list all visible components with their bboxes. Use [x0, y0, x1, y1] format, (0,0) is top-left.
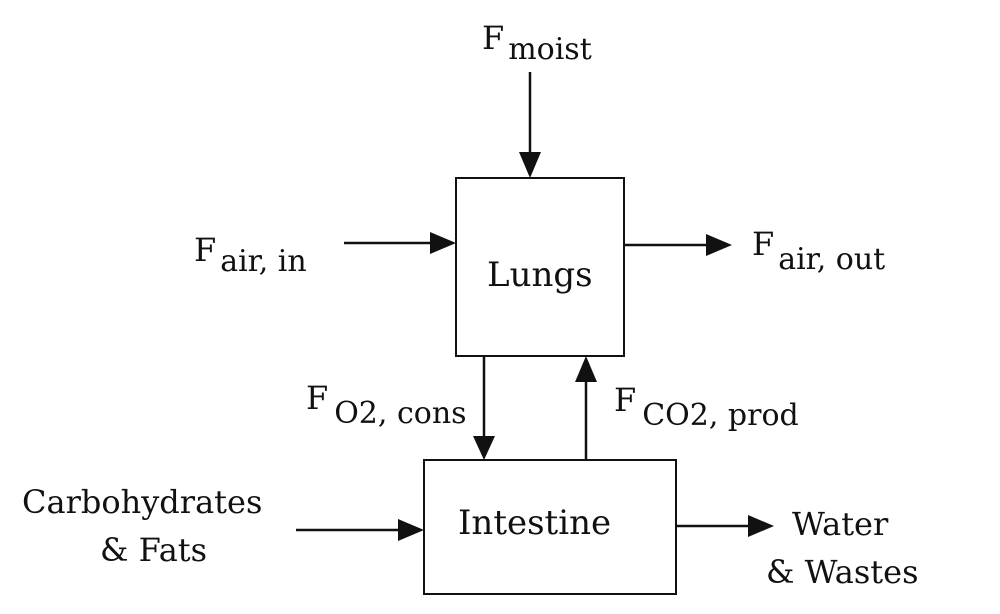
- flow-co2-prod-subscript: CO2, prod: [642, 398, 799, 433]
- flow-air-out-subscript: air, out: [778, 242, 886, 277]
- flow-o2-cons-subscript: O2, cons: [334, 396, 467, 431]
- carbs-line1: Carbohydrates: [22, 483, 263, 521]
- air-in-arrow: [344, 232, 456, 254]
- moist-arrow: [519, 72, 541, 178]
- o2-cons-arrow: [473, 356, 495, 460]
- carbs-arrow: [296, 519, 424, 541]
- lungs-box: [455, 177, 625, 357]
- intestine-box: [423, 459, 677, 595]
- flow-moist-symbol: F: [482, 19, 505, 57]
- water-line1: Water: [792, 505, 889, 543]
- water-line2: & Wastes: [766, 553, 919, 591]
- co2-prod-arrow: [575, 356, 597, 460]
- intestine-label: Intestine: [458, 503, 612, 543]
- air-out-arrow: [624, 234, 732, 256]
- flow-o2-cons-symbol: F: [306, 379, 329, 417]
- flow-air-out-symbol: F: [752, 225, 775, 263]
- carbs-line2: & Fats: [100, 531, 208, 569]
- flow-air-in-symbol: F: [194, 231, 217, 269]
- flow-moist-subscript: moist: [508, 32, 592, 67]
- flow-co2-prod-symbol: F: [614, 381, 637, 419]
- lungs-label: Lungs: [487, 255, 593, 295]
- flow-air-in-subscript: air, in: [220, 244, 307, 279]
- water-arrow: [676, 515, 774, 537]
